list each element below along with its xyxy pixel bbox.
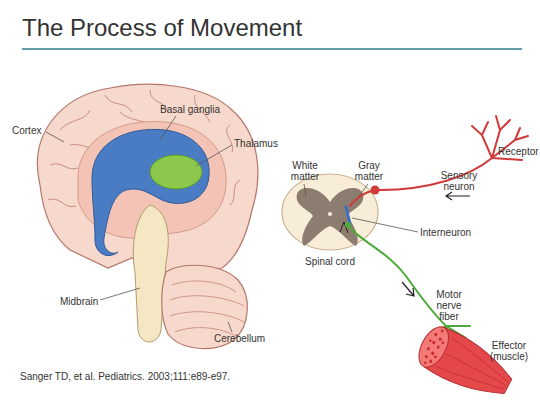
part-label: Midbrain (60, 296, 98, 307)
part-label: Basal ganglia (160, 104, 220, 115)
part-label: Thalamus (234, 138, 278, 149)
part-label: Motor nerve fiber (430, 289, 468, 322)
title-rule (22, 48, 522, 50)
part-label: Spinal cord (300, 256, 360, 267)
part-label: Sensory neuron (436, 170, 482, 192)
part-label: Interneuron (420, 227, 471, 238)
part-label: Cerebellum (214, 333, 265, 344)
brain-illustration (37, 84, 257, 348)
slide-title: The Process of Movement (22, 14, 302, 42)
citation-caption: Sanger TD, et al. Pediatrics. 2003;111:e… (20, 371, 230, 383)
part-label: Cortex (12, 125, 41, 136)
part-label: Effector (muscle) (484, 340, 534, 362)
part-label: Receptor (498, 146, 539, 157)
part-label: White matter (286, 160, 324, 182)
part-label: Gray matter (350, 160, 388, 182)
